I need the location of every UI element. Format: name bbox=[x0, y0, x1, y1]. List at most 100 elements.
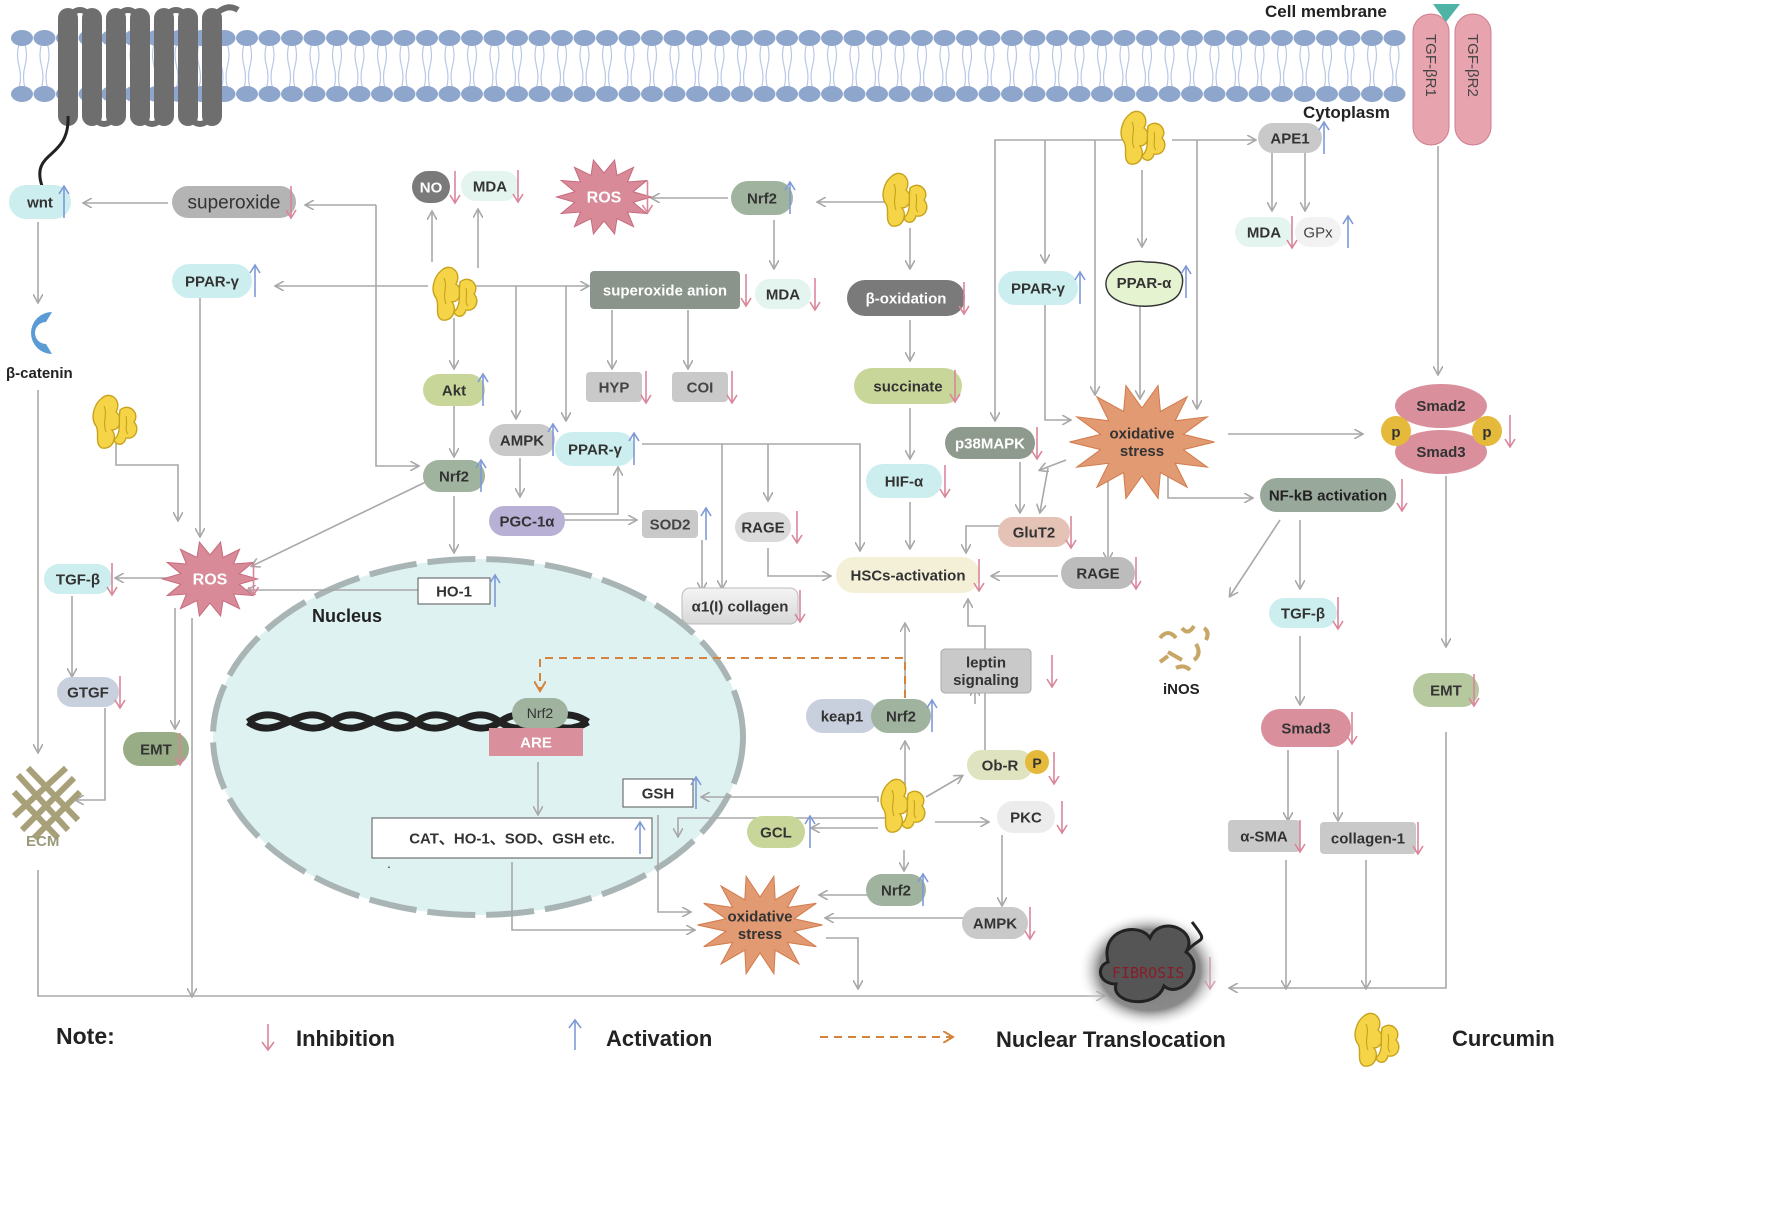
p38-node: p38MAPK bbox=[945, 427, 1035, 459]
a-sma-node-label: α-SMA bbox=[1240, 828, 1288, 845]
hsc-activation-node: HSCs-activation bbox=[836, 557, 980, 593]
p-left-label: p bbox=[1391, 424, 1400, 441]
smad3-node-label: Smad3 bbox=[1281, 720, 1330, 737]
ho1-node: HO-1 bbox=[417, 577, 491, 605]
nucleus bbox=[210, 556, 746, 918]
curcumin-icon bbox=[92, 394, 138, 449]
inhibition-arrow bbox=[449, 171, 461, 205]
superoxide-anion-node-label: superoxide anion bbox=[603, 282, 727, 299]
inhibition-arrow bbox=[726, 371, 738, 405]
inos-label: iNOS bbox=[1163, 681, 1200, 698]
collagen1-node-label: collagen-1 bbox=[1331, 830, 1405, 847]
emt-right-node-label: EMT bbox=[1430, 682, 1462, 699]
fibrosis-icon: FIBROSIS bbox=[1078, 912, 1222, 1028]
activation-arrow bbox=[634, 820, 646, 854]
ros-top-node: ROS bbox=[554, 158, 654, 236]
ox-mid-node-label: stress bbox=[1120, 443, 1164, 460]
ampk-bottom-node: AMPK bbox=[962, 907, 1028, 939]
cell-membrane-label: Cell membrane bbox=[1265, 2, 1387, 21]
are-node: ARE bbox=[489, 728, 583, 756]
nuclear-translocation-arrow bbox=[540, 657, 906, 698]
wnt-node: wnt bbox=[9, 185, 71, 219]
gsh-node-label: GSH bbox=[642, 785, 675, 802]
rage-mid-node-label: RAGE bbox=[741, 519, 784, 536]
activation-arrow bbox=[1180, 264, 1192, 298]
inhibition-arrow bbox=[1024, 907, 1036, 941]
ox-mid-node-label: oxidative bbox=[1109, 426, 1174, 443]
cat-list-node: CAT、HO-1、SOD、GSH etc. bbox=[371, 817, 653, 859]
beta-oxidation-node: β-oxidation bbox=[847, 280, 965, 316]
gtgf-node-label: GTGF bbox=[67, 684, 109, 701]
inhibition-arrow bbox=[949, 370, 961, 404]
ppar-g-mid-node-label: PPAR-γ bbox=[568, 441, 623, 458]
gpx-node-label: GPx bbox=[1303, 224, 1333, 241]
emt-right-node: EMT bbox=[1413, 673, 1479, 707]
emt-left-node: EMT bbox=[123, 732, 189, 766]
smad3-pair-label: Smad3 bbox=[1416, 444, 1465, 461]
inhibition-arrow bbox=[1065, 516, 1077, 550]
ecm-icon: ECM bbox=[11, 765, 83, 850]
inhibition-arrow bbox=[1346, 712, 1358, 746]
cytoplasm-label: Cytoplasm bbox=[1303, 103, 1390, 122]
mda-top-node: MDA bbox=[461, 171, 519, 201]
ampk-bottom-node-label: AMPK bbox=[973, 915, 1017, 932]
gtgf-node: GTGF bbox=[57, 677, 119, 707]
wnt-node-label: wnt bbox=[26, 194, 53, 211]
fibrosis-label: FIBROSIS bbox=[1112, 964, 1184, 982]
cat-list-node-label: CAT、HO-1、SOD、GSH etc. bbox=[409, 830, 615, 847]
akt-node: Akt bbox=[423, 374, 485, 406]
hsc-activation-node-label: HSCs-activation bbox=[850, 567, 965, 584]
inhibition-arrow bbox=[285, 186, 297, 220]
nrf2-left-node: Nrf2 bbox=[423, 460, 485, 492]
inhibition-arrow bbox=[640, 371, 652, 405]
pkc-node-label: PKC bbox=[1010, 809, 1042, 826]
curcumin-icon bbox=[432, 266, 478, 321]
smad3-node: Smad3 bbox=[1261, 709, 1351, 747]
curcumin-icon bbox=[1354, 1012, 1400, 1067]
gcl-node: GCL bbox=[747, 816, 805, 848]
activation-arrow bbox=[784, 180, 796, 214]
tgfbr1-label: TGF-βR1 bbox=[1422, 34, 1439, 97]
mda-mid-node: MDA bbox=[755, 279, 811, 309]
tgf-beta-receptors: TGF-βR1 TGF-βR2 bbox=[1412, 4, 1492, 146]
inhibition-arrow bbox=[1396, 479, 1408, 513]
p-right-label: p bbox=[1482, 424, 1491, 441]
sod2-node-label: SOD2 bbox=[650, 516, 691, 533]
p38-node-label: p38MAPK bbox=[955, 435, 1025, 452]
activation-arrow bbox=[475, 458, 487, 492]
inhibition-arrow bbox=[958, 282, 970, 316]
inhibition-arrow bbox=[1504, 415, 1516, 449]
collagen-a1-node-label: α1(I) collagen bbox=[692, 598, 789, 615]
ppar-g-left-node-label: PPAR-γ bbox=[185, 273, 240, 290]
inhibition-arrow bbox=[174, 733, 186, 767]
ppar-g-right-node: PPAR-γ bbox=[998, 271, 1078, 305]
pathway-arrows bbox=[38, 140, 1446, 996]
tgfb-left-node-label: TGF-β bbox=[56, 571, 100, 588]
leptin-node-label: leptin bbox=[966, 655, 1006, 672]
nrf2-keap-node-label: Nrf2 bbox=[886, 708, 916, 725]
superoxide-anion-node: superoxide anion bbox=[590, 271, 740, 309]
frizzled-receptor bbox=[38, 4, 240, 187]
ros-left-node: ROS bbox=[160, 540, 260, 618]
mda-right-node: MDA bbox=[1235, 217, 1293, 247]
legend: Note: Inhibition Activation Nuclear Tran… bbox=[56, 1018, 1555, 1052]
gpx-node: GPx bbox=[1295, 217, 1341, 247]
activation-arrow bbox=[926, 698, 938, 732]
cell-membrane bbox=[11, 30, 1406, 102]
nrf2-bottom-node: Nrf2 bbox=[866, 874, 926, 906]
mda-mid-node-label: MDA bbox=[766, 286, 800, 303]
ppar-g-left-node: PPAR-γ bbox=[172, 264, 252, 298]
ppar-g-right-node-label: PPAR-γ bbox=[1011, 280, 1066, 297]
pgc1a-node-label: PGC-1α bbox=[499, 513, 555, 530]
activation-arrow bbox=[690, 775, 702, 809]
inhibition-arrow bbox=[1048, 752, 1060, 786]
activation-arrow bbox=[489, 573, 501, 607]
inhibition-arrow bbox=[973, 559, 985, 593]
activation-arrow bbox=[1074, 270, 1086, 304]
nrf2-top-node: Nrf2 bbox=[731, 181, 793, 215]
succinate-node: succinate bbox=[854, 368, 962, 404]
ros-left-node-label: ROS bbox=[193, 572, 228, 589]
ho1-node-label: HO-1 bbox=[436, 583, 472, 600]
